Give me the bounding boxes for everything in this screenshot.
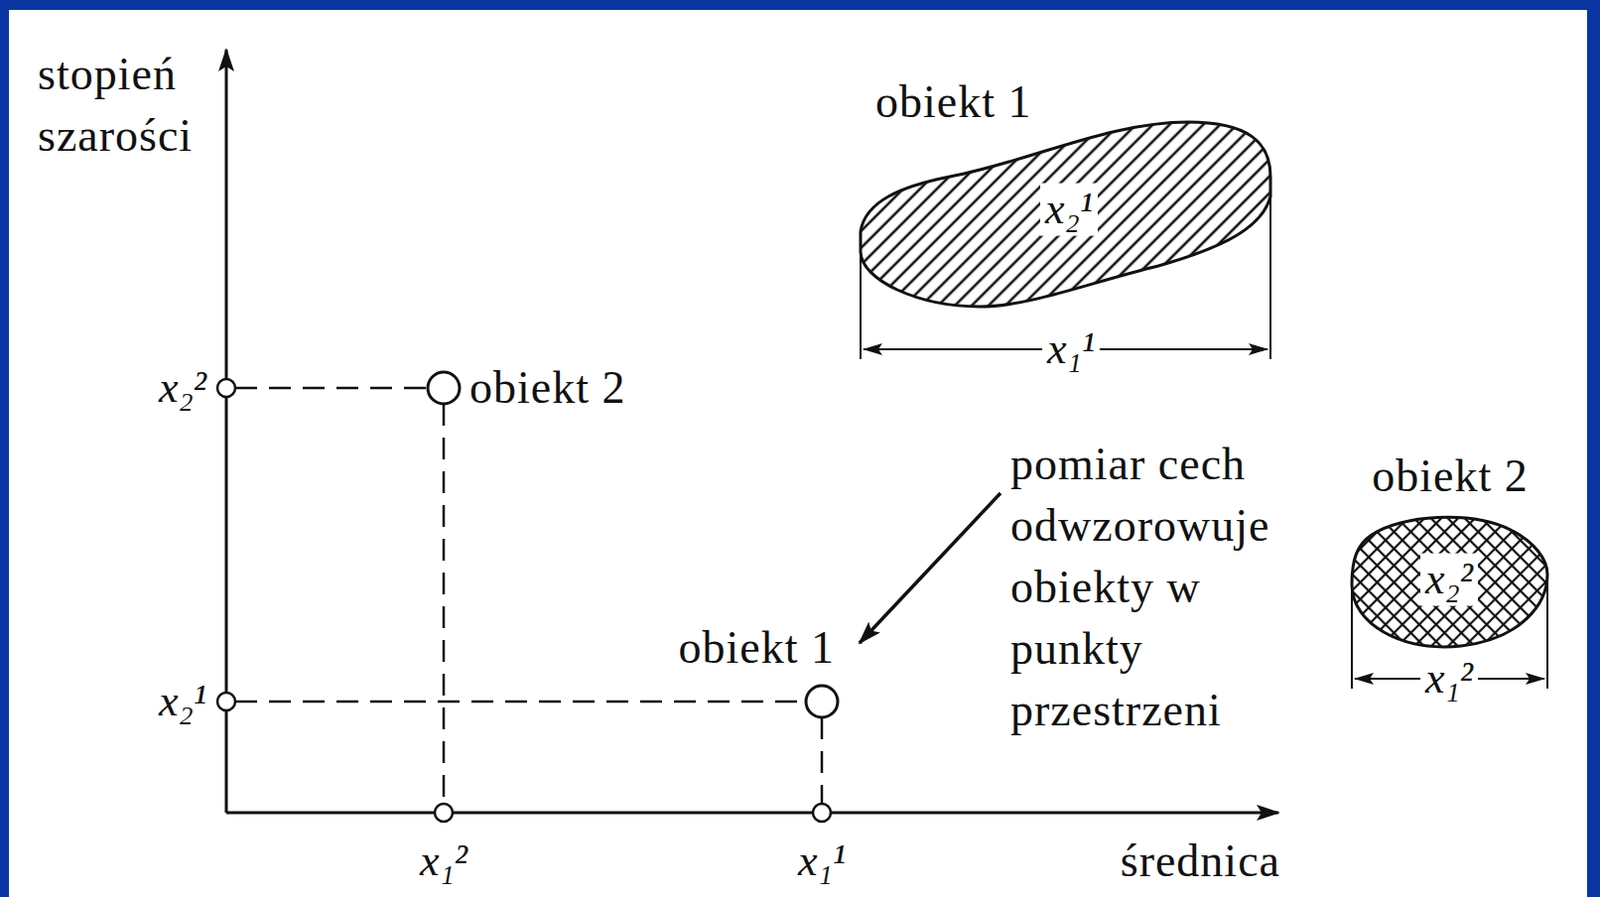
object-outline-path	[860, 122, 1271, 307]
extension-line	[1350, 584, 1353, 689]
axis-value: x₁²	[419, 835, 468, 889]
axis-value: x₂¹	[158, 675, 207, 729]
note: pomiar cech odwzorowuje obiekty w punkty…	[1010, 433, 1274, 742]
axis-value: x₂²	[158, 362, 207, 415]
dimension-label: x₁¹	[1042, 323, 1100, 377]
projection-line	[235, 387, 428, 391]
feature-point	[805, 685, 838, 718]
axis-value: x₁¹	[798, 835, 846, 889]
axis-title: średnica	[1120, 833, 1281, 889]
projection-line	[820, 717, 824, 804]
extension-line	[859, 251, 862, 360]
object-heading: obiekt 2	[1371, 448, 1528, 504]
axis-title: stopień szarości	[37, 43, 217, 167]
leader-arrow	[859, 493, 1001, 644]
extension-line	[1269, 196, 1272, 360]
tick-circle	[434, 803, 453, 822]
dimension-label: x₁²	[1420, 653, 1478, 706]
projection-line	[235, 700, 806, 704]
projection-line	[442, 403, 446, 804]
tick-circle	[217, 692, 236, 711]
object-outline-path	[1351, 517, 1548, 648]
tick-circle	[217, 379, 236, 398]
feature-point	[427, 372, 460, 404]
object-shape: obiekt 2x₂²	[1351, 515, 1548, 649]
tick-circle	[812, 803, 831, 822]
feature-symbol: x₂²	[1420, 553, 1478, 607]
page-ground	[8, 9, 1588, 897]
extension-line	[1546, 574, 1549, 689]
x-axis	[226, 811, 1279, 815]
point-label: obiekt 1	[678, 620, 835, 675]
point-label: obiekt 2	[469, 360, 626, 415]
object-heading: obiekt 1	[875, 74, 1032, 130]
object-shape: obiekt 1x₂¹	[860, 122, 1271, 307]
feature-symbol: x₂¹	[1040, 183, 1098, 237]
